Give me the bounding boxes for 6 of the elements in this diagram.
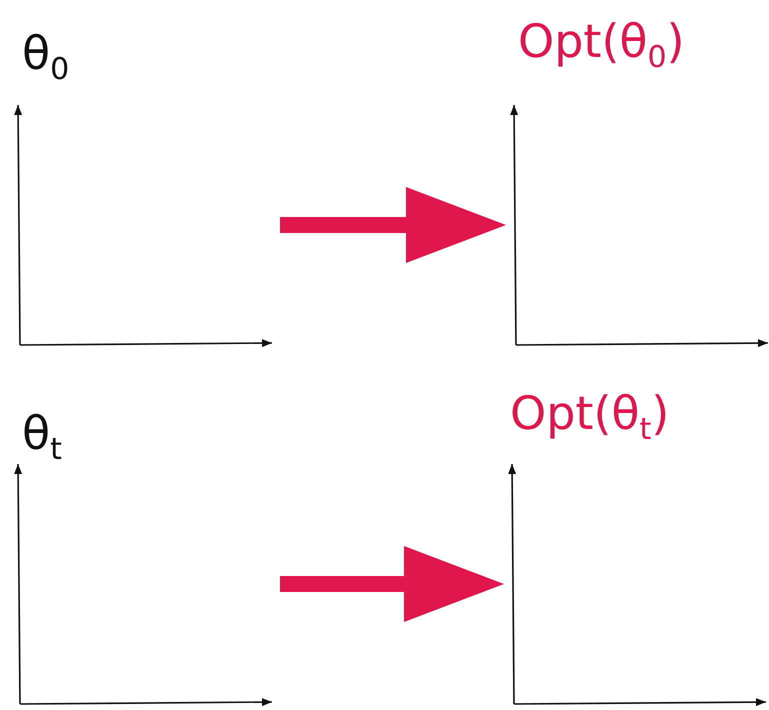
- panel-title: Opt(θ$_{t}$): [510, 390, 670, 446]
- panel-title: θ$_{t}$: [22, 410, 62, 466]
- panel-title: θ$_{0}$: [22, 30, 70, 86]
- panel-title: Opt(θ$_{0}$): [518, 18, 685, 74]
- arrow: [280, 187, 506, 263]
- arrow: [280, 546, 504, 622]
